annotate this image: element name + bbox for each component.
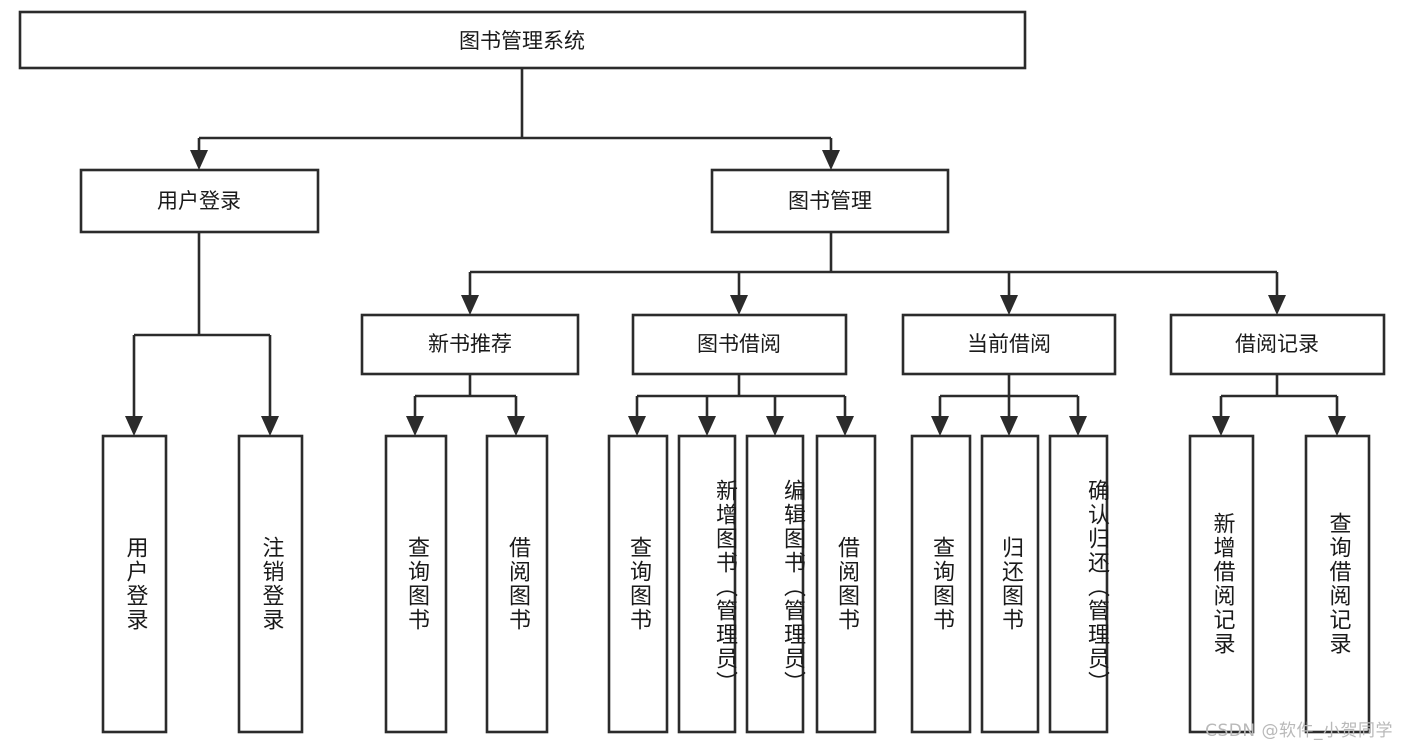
arrowhead-leaf-logout xyxy=(261,416,279,436)
arrowhead-cb-query-book xyxy=(931,416,949,436)
arrowhead-book-mgmt xyxy=(822,150,840,170)
node-leaf-box[interactable] xyxy=(1048,434,1109,734)
node-leaf-box[interactable] xyxy=(677,434,737,734)
node-user-login-box[interactable] xyxy=(79,168,320,234)
arrowhead-cb-confirm-return xyxy=(1069,416,1087,436)
arrowhead-user-login xyxy=(190,150,208,170)
arrowhead-bb-borrow-book xyxy=(836,416,854,436)
node-label-borrow-record: 借阅记录 xyxy=(1235,332,1319,356)
node-leaf-box[interactable] xyxy=(980,434,1040,734)
node-leaf-box[interactable] xyxy=(745,434,805,734)
node-new-book-recommend-box[interactable] xyxy=(360,313,580,376)
arrowhead-bb-query-book xyxy=(628,416,646,436)
arrowhead-book-borrow xyxy=(730,295,748,315)
node-label-current-borrow: 当前借阅 xyxy=(967,332,1051,356)
arrowhead-cb-return-book xyxy=(1000,416,1018,436)
node-book-mgmt-box[interactable] xyxy=(710,168,950,234)
page-title: 图书管理系统 xyxy=(459,29,585,53)
arrowhead-br-add-record xyxy=(1212,416,1230,436)
node-leaf-box[interactable] xyxy=(607,434,669,734)
node-label-user-login: 用户登录 xyxy=(157,189,241,213)
node-leaf-box[interactable] xyxy=(1188,434,1255,734)
connector-layer xyxy=(125,68,1346,436)
node-leaf-box[interactable] xyxy=(1304,434,1371,734)
node-leaf-box[interactable] xyxy=(384,434,448,734)
node-leaf-box[interactable] xyxy=(910,434,972,734)
arrowhead-br-query-record xyxy=(1328,416,1346,436)
arrowhead-bb-add-book xyxy=(698,416,716,436)
arrowhead-leaf-user-login xyxy=(125,416,143,436)
node-current-borrow-box[interactable] xyxy=(901,313,1117,376)
node-leaf-box[interactable] xyxy=(237,434,304,734)
node-leaf-box[interactable] xyxy=(485,434,549,734)
arrowhead-bb-edit-book xyxy=(766,416,784,436)
watermark-text: CSDN @软件_小贺同学 xyxy=(1205,721,1393,741)
node-label-book-mgmt: 图书管理 xyxy=(788,189,872,213)
node-leaf-box[interactable] xyxy=(101,434,168,734)
node-label-book-borrow: 图书借阅 xyxy=(697,332,781,356)
node-root-box[interactable] xyxy=(18,10,1027,70)
node-label-new-book-recommend: 新书推荐 xyxy=(428,332,512,356)
node-leaf-box[interactable] xyxy=(815,434,877,734)
arrowhead-borrow-record xyxy=(1268,295,1286,315)
arrowhead-nb-borrow-book xyxy=(507,416,525,436)
node-borrow-record-box[interactable] xyxy=(1169,313,1386,376)
arrowhead-current-borrow xyxy=(1000,295,1018,315)
arrowhead-new-book-recommend xyxy=(461,295,479,315)
node-box-layer xyxy=(18,10,1386,734)
node-book-borrow-box[interactable] xyxy=(631,313,848,376)
node-label-layer: 图书管理系统 用户登录 图书管理 新书推荐 图书借阅 当前借阅 借阅记录 xyxy=(157,29,1319,356)
arrowhead-nb-query-book xyxy=(406,416,424,436)
